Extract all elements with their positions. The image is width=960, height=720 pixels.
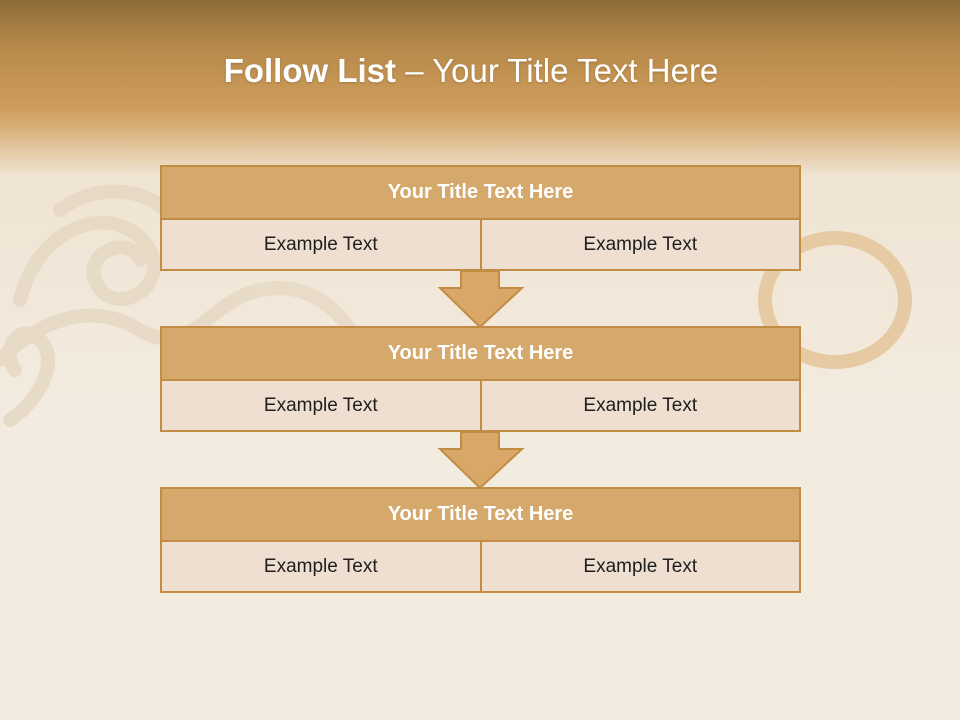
step-box-3: Your Title Text Here Example Text Exampl… bbox=[160, 487, 801, 593]
step-cell-right: Example Text bbox=[479, 381, 799, 430]
step-cell-left: Example Text bbox=[162, 381, 480, 430]
step-box-1: Your Title Text Here Example Text Exampl… bbox=[160, 165, 801, 271]
step-row: Example Text Example Text bbox=[160, 381, 801, 432]
step-title: Your Title Text Here bbox=[160, 165, 801, 220]
slide-title: Follow List – Your Title Text Here bbox=[0, 52, 942, 90]
title-rest: – Your Title Text Here bbox=[396, 52, 719, 89]
step-title: Your Title Text Here bbox=[160, 487, 801, 542]
down-arrow-icon bbox=[437, 270, 525, 329]
step-cell-right: Example Text bbox=[479, 542, 799, 591]
down-arrow-icon bbox=[437, 431, 525, 490]
step-title: Your Title Text Here bbox=[160, 326, 801, 381]
step-cell-right: Example Text bbox=[479, 220, 799, 269]
title-bold: Follow List bbox=[223, 52, 397, 89]
step-row: Example Text Example Text bbox=[160, 542, 801, 593]
step-cell-left: Example Text bbox=[162, 542, 480, 591]
step-cell-left: Example Text bbox=[162, 220, 480, 269]
ring-icon bbox=[758, 231, 912, 369]
step-row: Example Text Example Text bbox=[160, 220, 801, 271]
step-box-2: Your Title Text Here Example Text Exampl… bbox=[160, 326, 801, 432]
